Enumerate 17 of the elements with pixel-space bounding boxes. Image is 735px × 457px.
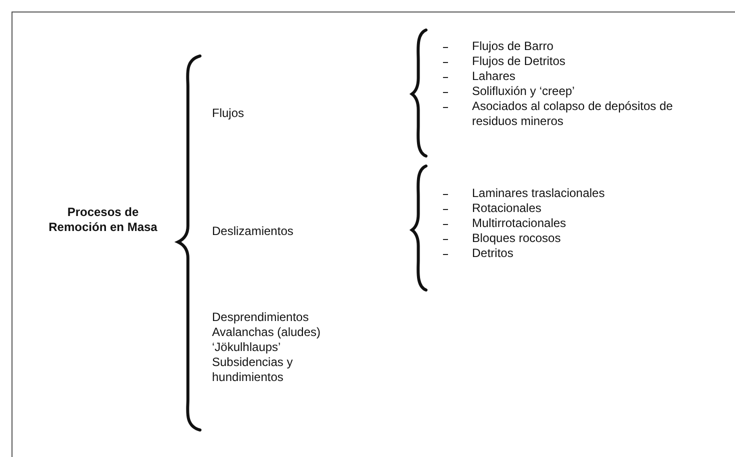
- list-item: Bloques rocosos: [472, 231, 562, 246]
- category-text: Subsidencias y hundimientos: [212, 355, 294, 385]
- list-item: Flujos de Barro: [472, 39, 554, 54]
- list-item: Detritos: [472, 246, 514, 261]
- list-item: Solifluxión y ‘creep’: [472, 84, 576, 99]
- list-item: Multirrotacionales: [472, 216, 568, 231]
- list-item: Rotacionales: [472, 201, 542, 216]
- category-text: ‘Jökulhlaups’: [212, 340, 282, 355]
- category-text: Deslizamientos: [212, 224, 294, 239]
- category-text: Avalanchas (aludes): [212, 325, 322, 340]
- list-item: Flujos de Detritos: [472, 54, 566, 69]
- list-item: Lahares: [472, 69, 516, 84]
- category-text: Flujos: [212, 106, 246, 121]
- list-item: Asociados al colapso de depósitos de residuos mineros: [472, 99, 674, 129]
- category-text: Desprendimientos: [212, 310, 310, 325]
- heading-text: Procesos de Remoción en Masa: [48, 205, 158, 235]
- list-item: Laminares traslacionales: [472, 186, 606, 201]
